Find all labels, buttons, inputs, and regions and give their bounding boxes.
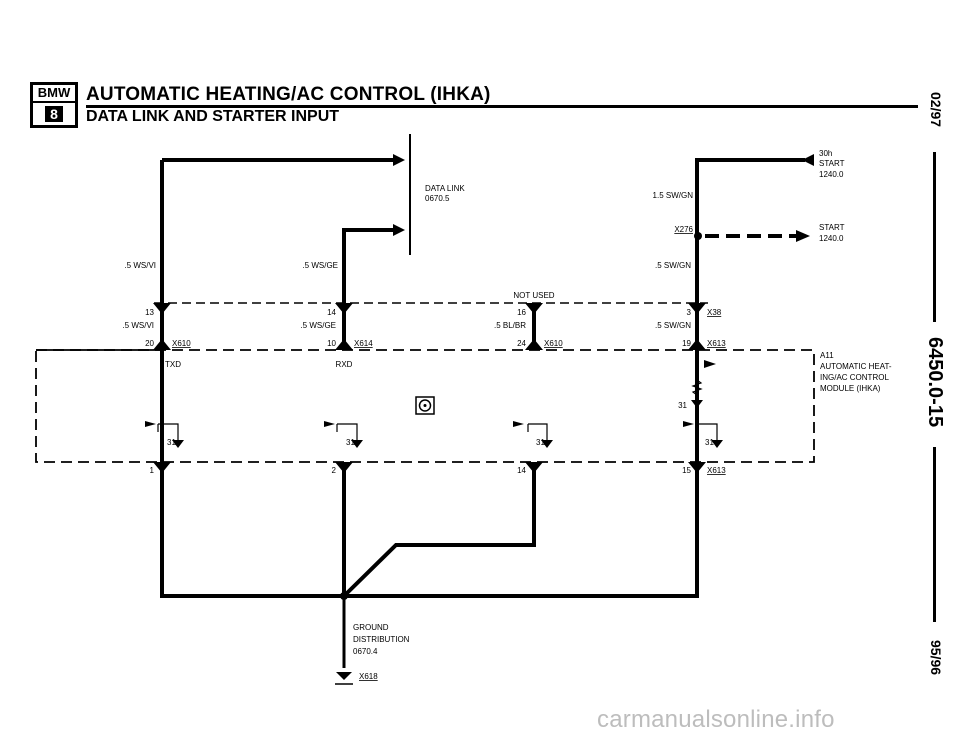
connector-x614-label: X614 — [354, 339, 373, 348]
rxd-arrow — [393, 224, 405, 236]
start-x276-label: START — [819, 223, 845, 232]
pin-14-top: 14 — [327, 308, 336, 317]
bmw-logo: BMW 8 — [30, 82, 78, 128]
connector-x613a-label: X613 — [707, 339, 726, 348]
connector-x610a-label: X610 — [172, 339, 191, 348]
start-30h-label2: START — [819, 159, 845, 168]
wire-color-4-top: .5 SW/GN — [655, 261, 691, 270]
pin15-internal-ground — [696, 423, 718, 440]
wire-color-2-top: .5 WS/GE — [302, 261, 338, 270]
wire-color-start: 1.5 SW/GN — [653, 191, 694, 200]
rxd-label: RXD — [336, 360, 353, 369]
data-link-ref: 0670.5 — [425, 194, 450, 203]
ground-splice — [340, 592, 348, 600]
sidebar-rule-1 — [933, 152, 936, 322]
wire-color-1-top: .5 WS/VI — [124, 261, 156, 270]
title-rule — [86, 105, 918, 108]
pin-19: 19 — [682, 339, 691, 348]
pin14-internal-ground — [527, 423, 548, 440]
connector-x610b-label: X610 — [544, 339, 563, 348]
module-id: A11 — [820, 351, 834, 360]
connector-x38-label: X38 — [707, 308, 722, 317]
ground-dist-label-1: GROUND — [353, 623, 389, 632]
wire-color-1-mid: .5 WS/VI — [122, 321, 154, 330]
start-30h-label: 30h — [819, 149, 832, 158]
resistor-symbol — [691, 379, 703, 396]
logo-brand-text: BMW — [33, 85, 75, 103]
pin-2: 2 — [332, 466, 337, 475]
pin-24: 24 — [517, 339, 526, 348]
arrows — [145, 154, 814, 680]
start-30h-ref: 1240.0 — [819, 170, 844, 179]
rxd-internal-ground — [336, 423, 358, 440]
txd-label: TXD — [165, 360, 181, 369]
ground-31-txd: 31 — [167, 438, 176, 447]
module-name-3: MODULE (IHKA) — [820, 384, 881, 393]
wire-loop-outer — [160, 158, 805, 598]
ground-31-pin15: 31 — [705, 438, 714, 447]
start-x276-arrow — [796, 230, 810, 242]
wire-data-link-rxd — [342, 228, 395, 300]
start-x276-ref: 1240.0 — [819, 234, 844, 243]
txd-internal-ground — [157, 423, 179, 440]
logo-series-text: 8 — [45, 106, 63, 122]
connector-x276-label: X276 — [674, 225, 693, 234]
pin-3: 3 — [687, 308, 692, 317]
ground-dist-label-2: DISTRIBUTION — [353, 635, 410, 644]
pin-13: 13 — [145, 308, 154, 317]
connector-x613b-label: X613 — [707, 466, 726, 475]
module-icon — [415, 396, 435, 415]
pin-1: 1 — [150, 466, 155, 475]
pin-14-bottom: 14 — [517, 466, 526, 475]
data-link-label: DATA LINK — [425, 184, 465, 193]
page-title: AUTOMATIC HEATING/AC CONTROL (IHKA) — [86, 84, 491, 105]
txd-arrow — [393, 154, 405, 166]
pin-20: 20 — [145, 339, 154, 348]
start-30h-arrow — [802, 154, 814, 166]
ground-x618-symbol — [336, 672, 352, 680]
ground-31-pin14: 31 — [536, 438, 545, 447]
ground-dist-ref: 0670.4 — [353, 647, 378, 656]
wire-color-4-mid: .5 SW/GN — [655, 321, 691, 330]
pin-16: 16 — [517, 308, 526, 317]
sidebar-rule-2 — [933, 447, 936, 622]
wire-color-3-mid: .5 BL/BR — [494, 321, 526, 330]
wire-pin14 — [342, 462, 536, 598]
wire-color-2-mid: .5 WS/GE — [300, 321, 336, 330]
page-subtitle: DATA LINK AND STARTER INPUT — [86, 108, 340, 125]
splice-x276 — [694, 232, 702, 240]
pin-10: 10 — [327, 339, 336, 348]
ground-31-rxd: 31 — [346, 438, 355, 447]
not-used-label: NOT USED — [513, 291, 554, 300]
module-a11-outline — [35, 349, 815, 463]
start-input-arrow — [704, 360, 716, 368]
ground-31-start: 31 — [678, 401, 687, 410]
module-name-2: ING/AC CONTROL — [820, 373, 889, 382]
module-name-1: AUTOMATIC HEAT- — [820, 362, 892, 371]
connector-x618-label: X618 — [359, 672, 378, 681]
pin-15: 15 — [682, 466, 691, 475]
watermark: carmanualsonline.info — [597, 706, 835, 733]
